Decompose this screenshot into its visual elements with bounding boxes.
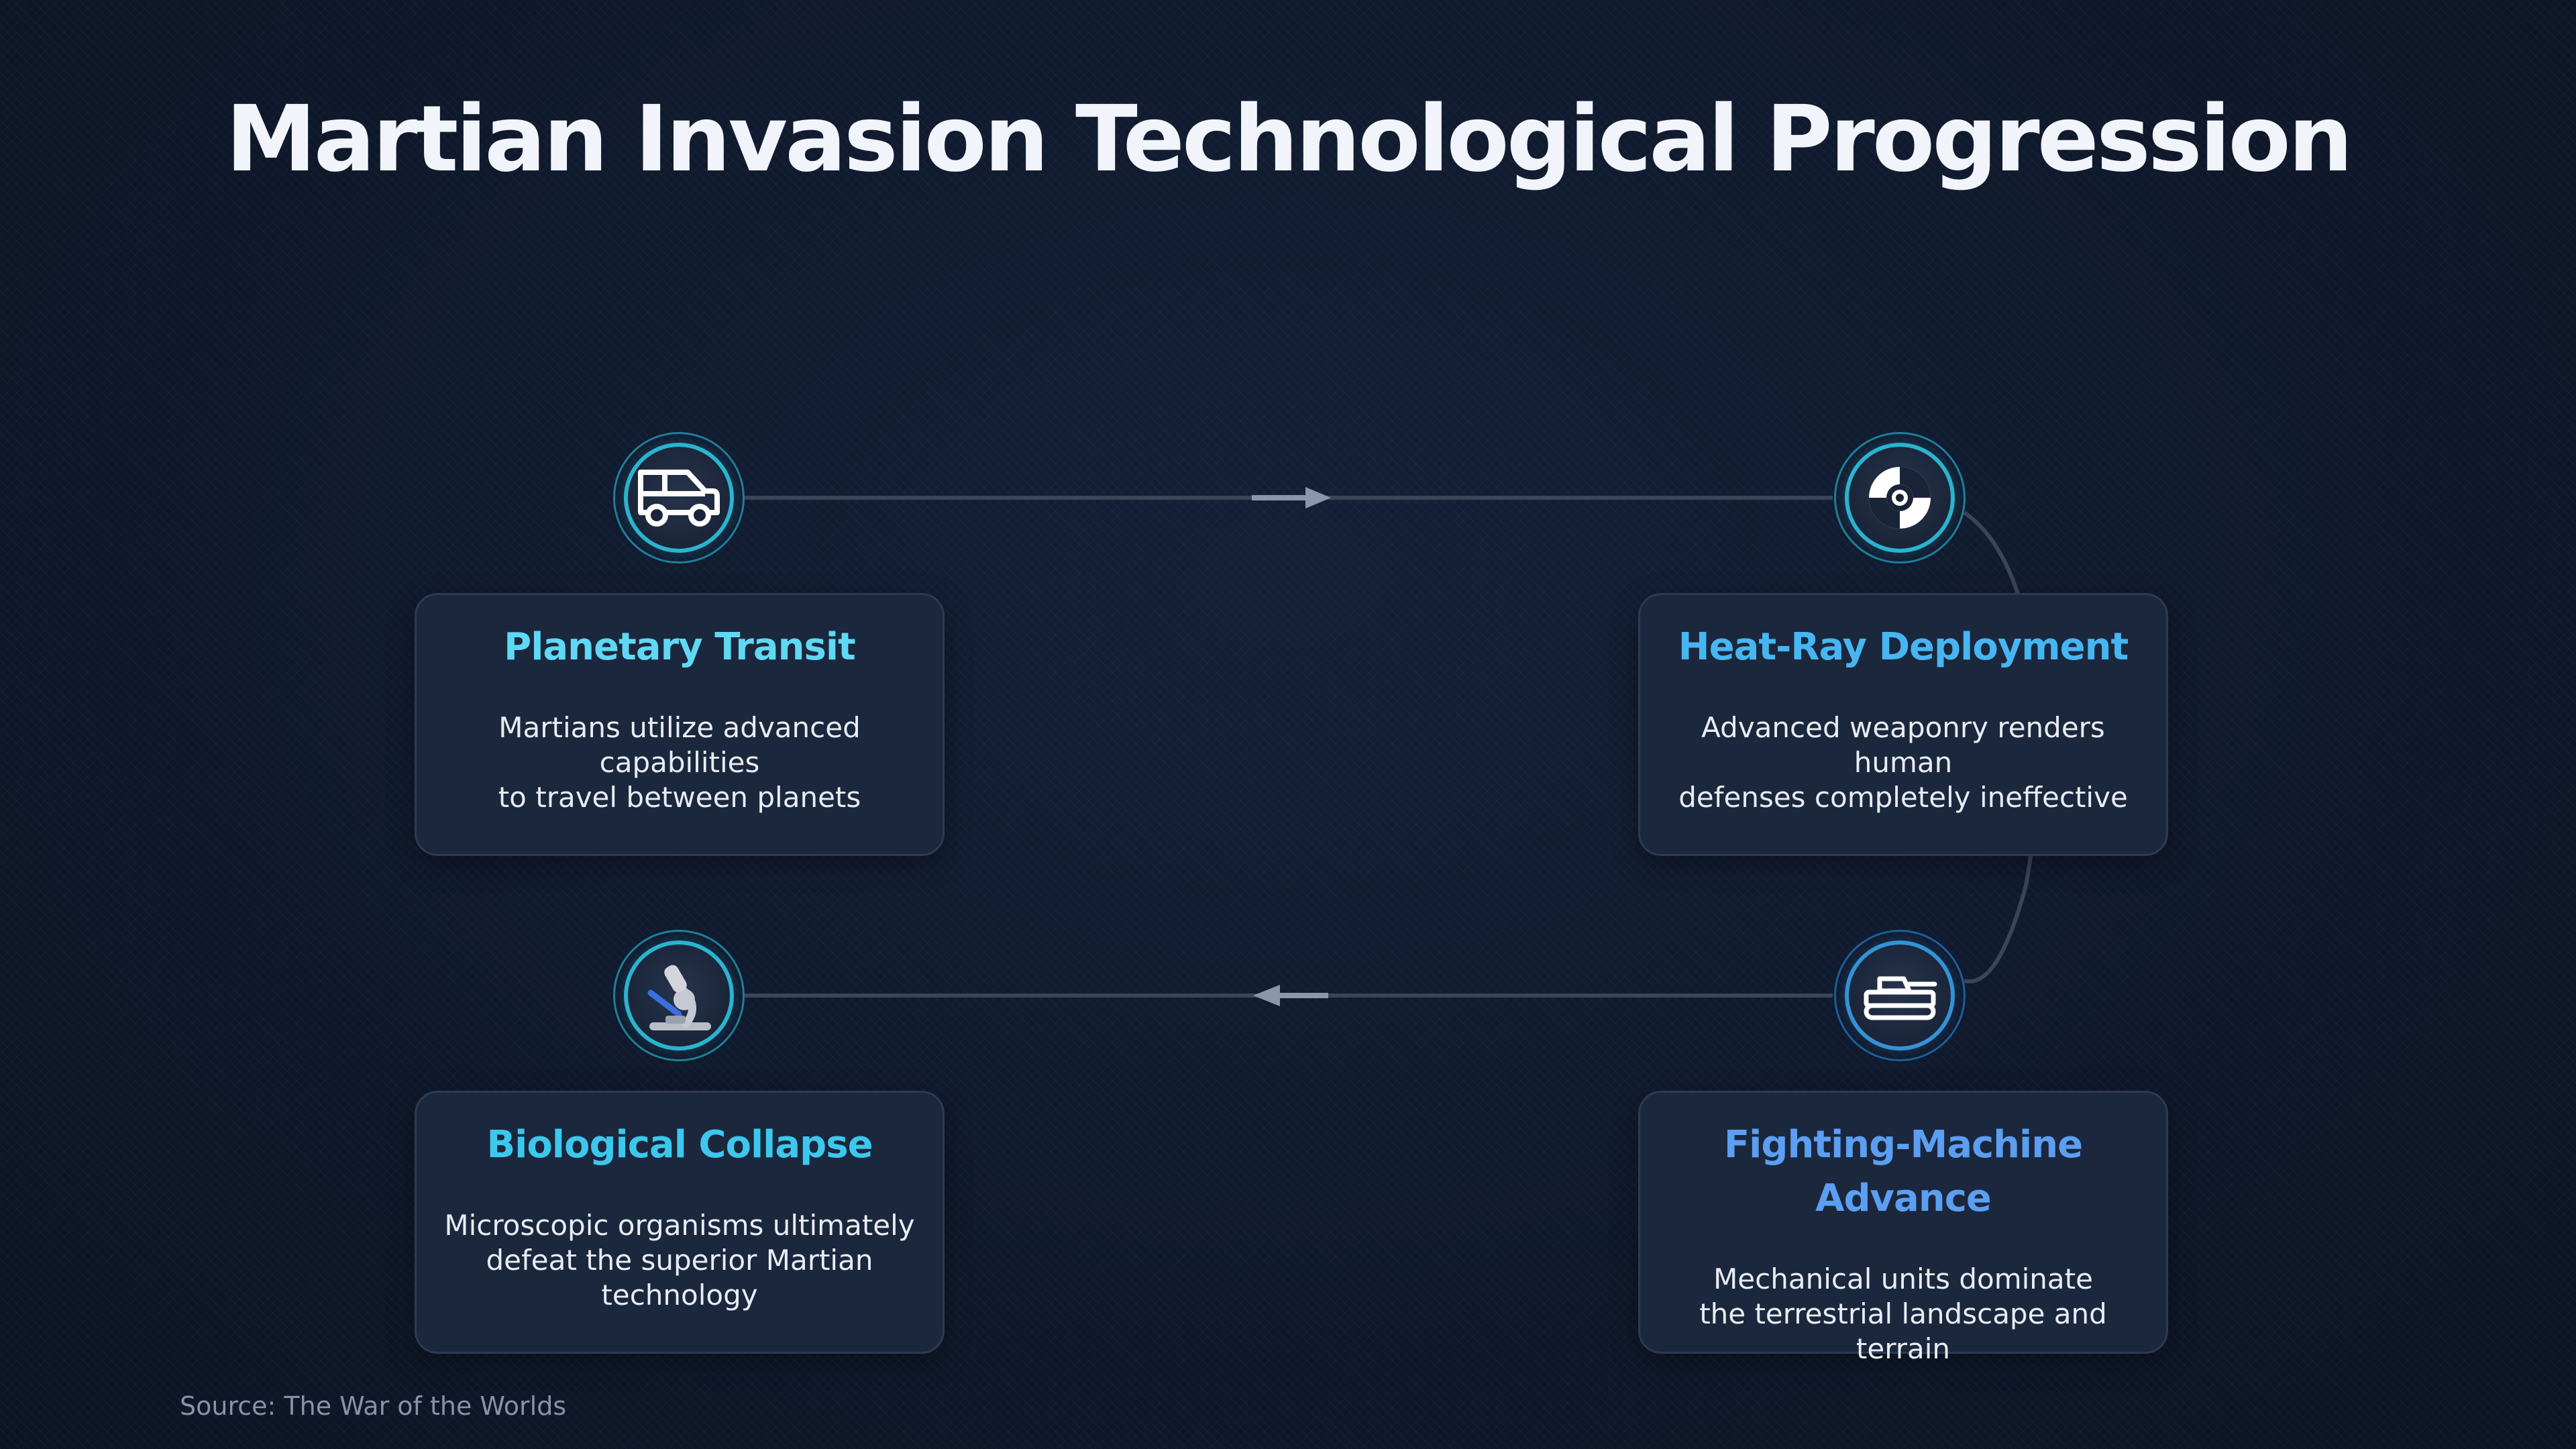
- node-ring-outer: [1834, 432, 1966, 564]
- step-description: Microscopic organisms ultimately defeat …: [444, 1209, 915, 1311]
- step-card-heat-ray-deployment: Heat-Ray Deployment Advanced weaponry re…: [1638, 593, 2168, 856]
- node-ring-inner: [1845, 443, 1955, 553]
- source-caption: Source: The War of the Worlds: [180, 1391, 567, 1421]
- node-ring-outer: [1834, 930, 1966, 1061]
- microscope-icon: [647, 965, 711, 1030]
- connector-arrow-bottom-head: [1253, 985, 1280, 1006]
- target-disc-icon: [1869, 467, 1931, 529]
- step-description: Martians utilize advanced capabilities t…: [498, 711, 861, 814]
- node-ring-outer: [613, 432, 745, 564]
- step-title: Planetary Transit: [504, 625, 856, 669]
- node-biological-collapse: [613, 930, 745, 1061]
- node-ring-outer: [613, 930, 745, 1061]
- step-description: Mechanical units dominate the terrestria…: [1699, 1263, 2107, 1365]
- step-title: Fighting-Machine Advance: [1723, 1123, 2083, 1220]
- step-card-biological-collapse: Biological Collapse Microscopic organism…: [415, 1091, 945, 1354]
- node-fighting-machine-advance: [1834, 930, 1966, 1061]
- step-card-fighting-machine-advance: Fighting-Machine Advance Mechanical unit…: [1638, 1091, 2168, 1365]
- node-ring-inner: [1845, 941, 1955, 1051]
- tank-icon: [1864, 976, 1937, 1020]
- step-title: Heat-Ray Deployment: [1678, 625, 2129, 669]
- van-icon: [638, 470, 720, 527]
- node-heat-ray-deployment: [1834, 432, 1966, 564]
- step-title: Biological Collapse: [486, 1123, 873, 1167]
- step-description: Advanced weaponry renders human defenses…: [1678, 711, 2128, 814]
- connector-arrow-top-head: [1305, 487, 1331, 508]
- page-title: Martian Invasion Technological Progressi…: [225, 87, 2353, 193]
- step-card-planetary-transit: Planetary Transit Martians utilize advan…: [415, 593, 945, 856]
- node-planetary-transit: [613, 432, 745, 564]
